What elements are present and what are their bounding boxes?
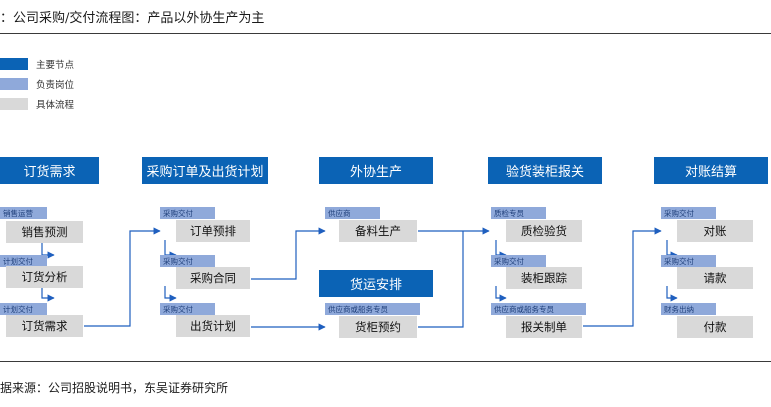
role-settle-2: 采购交付 <box>661 255 716 267</box>
legend-item-process: 具体流程 <box>0 97 74 111</box>
role-shipping-1: 供应商或船务专员 <box>325 303 420 315</box>
legend-item-main-node: 主要节点 <box>0 57 74 71</box>
source-note: 据来源：公司招股说明书，东吴证券研究所 <box>0 381 229 395</box>
step-customs-documents: 报关制单 <box>506 316 582 338</box>
arrow-order-2-to-3 <box>41 287 55 302</box>
node-order-demand: 订货需求 <box>0 157 99 184</box>
arrow-order-to-plan <box>84 227 161 327</box>
role-inspect-3: 供应商或船务专员 <box>491 303 586 315</box>
figure-title: ：公司采购/交付流程图：产品以外协生产为主 <box>0 11 265 26</box>
legend-label-process: 具体流程 <box>36 100 75 111</box>
legend-item-role: 负责岗位 <box>0 77 74 91</box>
role-outsource-1: 供应商 <box>325 207 380 219</box>
arrow-shipping-to-inspect <box>418 231 464 328</box>
step-container-booking: 货柜预约 <box>339 316 417 338</box>
role-order-1: 销售运营 <box>0 207 47 219</box>
arrow-inspect-1-to-2 <box>495 240 507 259</box>
legend-swatch-process <box>0 98 28 110</box>
arrow-plan-to-outsource <box>251 227 326 280</box>
arrow-inspect-2-to-3 <box>495 286 507 302</box>
step-reconciliation: 对账 <box>677 220 753 242</box>
step-loading-tracking: 装柜跟踪 <box>506 267 582 289</box>
legend-swatch-main-node <box>0 58 28 70</box>
role-order-3: 计划交付 <box>0 303 47 315</box>
legend-label-main-node: 主要节点 <box>36 60 75 71</box>
role-order-2: 计划交付 <box>0 255 47 267</box>
step-payment: 付款 <box>677 316 753 338</box>
legend-swatch-role <box>0 78 28 90</box>
role-settle-3: 财务出纳 <box>661 303 716 315</box>
step-sales-forecast: 销售预测 <box>6 221 83 243</box>
node-inspect-load-customs: 验货装柜报关 <box>488 157 602 184</box>
role-plan-1: 采购交付 <box>160 207 215 219</box>
step-material-production: 备料生产 <box>339 220 417 242</box>
role-inspect-2: 采购交付 <box>491 255 546 267</box>
step-purchase-contract: 采购合同 <box>176 267 250 289</box>
arrow-plan-2-to-3 <box>164 286 177 302</box>
role-plan-3: 采购交付 <box>160 303 215 315</box>
step-order-analysis: 订货分析 <box>6 266 83 288</box>
node-reconcile-settle: 对账结算 <box>654 157 768 184</box>
role-plan-2: 采购交付 <box>160 255 215 267</box>
node-outsourced-production: 外协生产 <box>319 157 433 184</box>
arrow-settle-2-to-3 <box>666 286 678 302</box>
role-settle-1: 采购交付 <box>661 207 716 219</box>
step-order-prescheduling: 订单预排 <box>176 220 250 242</box>
step-quality-inspection: 质检验货 <box>506 220 582 242</box>
node-freight-arrangement: 货运安排 <box>319 270 433 297</box>
arrow-plan-1-to-2 <box>164 240 177 259</box>
step-order-demand: 订货需求 <box>6 315 83 337</box>
top-rule <box>0 33 771 34</box>
arrow-inspect-to-settle <box>583 227 662 327</box>
legend-label-role: 负责岗位 <box>36 80 75 91</box>
arrow-settle-1-to-2 <box>666 240 678 259</box>
role-inspect-1: 质检专员 <box>491 207 546 219</box>
node-po-shipping-plan: 采购订单及出货计划 <box>142 157 268 184</box>
step-shipping-plan: 出货计划 <box>176 315 250 337</box>
bottom-rule <box>0 361 771 362</box>
arrow-order-1-to-2 <box>41 243 55 259</box>
step-payment-request: 请款 <box>677 267 753 289</box>
